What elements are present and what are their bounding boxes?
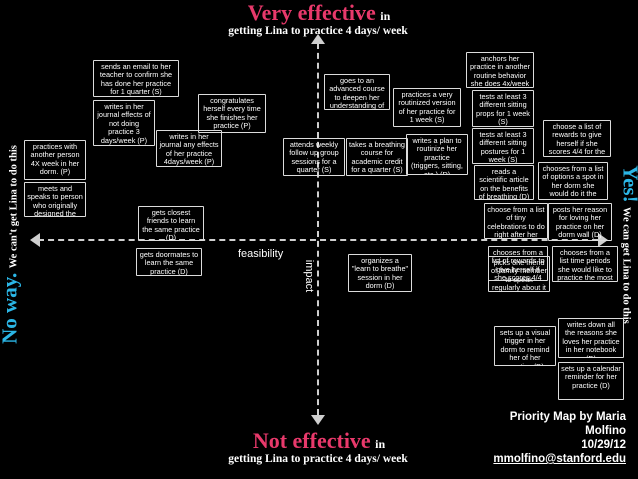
sticky-note: choose a list of rewards to give herself… xyxy=(543,120,611,157)
right-main-label: Yes! xyxy=(618,165,638,203)
top-main-label: Very effective xyxy=(247,0,376,25)
sticky-note: tests at least 3 different sitting props… xyxy=(472,90,534,127)
left-main-label: No way. xyxy=(0,272,22,344)
credit-date: 10/29/12 xyxy=(581,439,626,451)
sticky-note: chooses from a list of options a spot in… xyxy=(538,162,608,200)
sticky-note: takes a breathing course for academic cr… xyxy=(346,138,408,176)
credit-line-2: Molfino xyxy=(585,425,626,437)
sticky-note: gets closest friends to learn the same p… xyxy=(138,206,204,241)
left-suffix-label: We can't get Lina to do this xyxy=(8,145,20,269)
bottom-heading: Not effective in xyxy=(0,428,638,454)
top-subtitle: getting Lina to practice 4 days/ week xyxy=(228,25,408,37)
sticky-note: sets up a calendar reminder for her prac… xyxy=(558,362,624,400)
sticky-note: writes in her journal effects of not doi… xyxy=(93,100,155,146)
sticky-note: practices a very routinized version of h… xyxy=(393,88,461,127)
sticky-note: reads a scientific article on the benefi… xyxy=(474,165,534,200)
sticky-note: congratulates herself every time she fin… xyxy=(198,94,266,133)
sticky-note: sets up a visual trigger in her dorm to … xyxy=(494,326,556,366)
sticky-note: organizes a "learn to breathe" session i… xyxy=(348,254,412,292)
sticky-note: sends an email to her teacher to confirm… xyxy=(93,60,179,97)
left-heading: No way. We can't get Lina to do this xyxy=(0,132,23,358)
sticky-note: goes to an advanced course to deepen her… xyxy=(324,74,390,110)
arrow-left-icon xyxy=(30,233,40,247)
sticky-note: choose from a list of tiny celebrations … xyxy=(484,203,548,239)
right-suffix-label: We can get Lina to do this xyxy=(620,207,632,324)
sticky-note: meets and speaks to person who originall… xyxy=(24,182,86,217)
credit-email-link[interactable]: mmolfino@stanford.edu xyxy=(493,453,626,465)
sticky-note: picks one friend of family member to spe… xyxy=(488,256,550,292)
sticky-note: tests at least 3 different sitting postu… xyxy=(472,128,534,164)
arrow-down-icon xyxy=(311,415,325,425)
sticky-note: gets doormates to learn the same practic… xyxy=(136,248,202,276)
feasibility-label: feasibility xyxy=(238,248,284,260)
arrow-up-icon xyxy=(311,34,325,44)
bottom-main-label: Not effective xyxy=(252,428,371,453)
top-suffix-label: in xyxy=(380,9,391,23)
sticky-note: practices with another person 4X week in… xyxy=(24,140,86,180)
bottom-suffix-label: in xyxy=(375,437,386,451)
sticky-note: writes in her journal any effects of her… xyxy=(156,130,222,167)
sticky-note: writes down all the reasons she loves he… xyxy=(558,318,624,358)
bottom-subtitle: getting Lina to practice 4 days/ week xyxy=(228,453,408,465)
sticky-note: posts her reason for loving her practice… xyxy=(548,203,612,241)
sticky-note: anchors her practice in another routine … xyxy=(466,52,534,88)
impact-label: impact xyxy=(303,259,316,293)
sticky-note: writes a plan to routinize her practice … xyxy=(406,134,468,175)
sticky-note: attends weekly follow up group sessions … xyxy=(283,138,345,176)
credit-line-1: Priority Map by Maria xyxy=(509,411,626,423)
top-heading: Very effective in xyxy=(0,0,638,26)
impact-axis-line xyxy=(317,43,319,415)
sticky-note: chooses from a list time periods she wou… xyxy=(552,246,618,282)
